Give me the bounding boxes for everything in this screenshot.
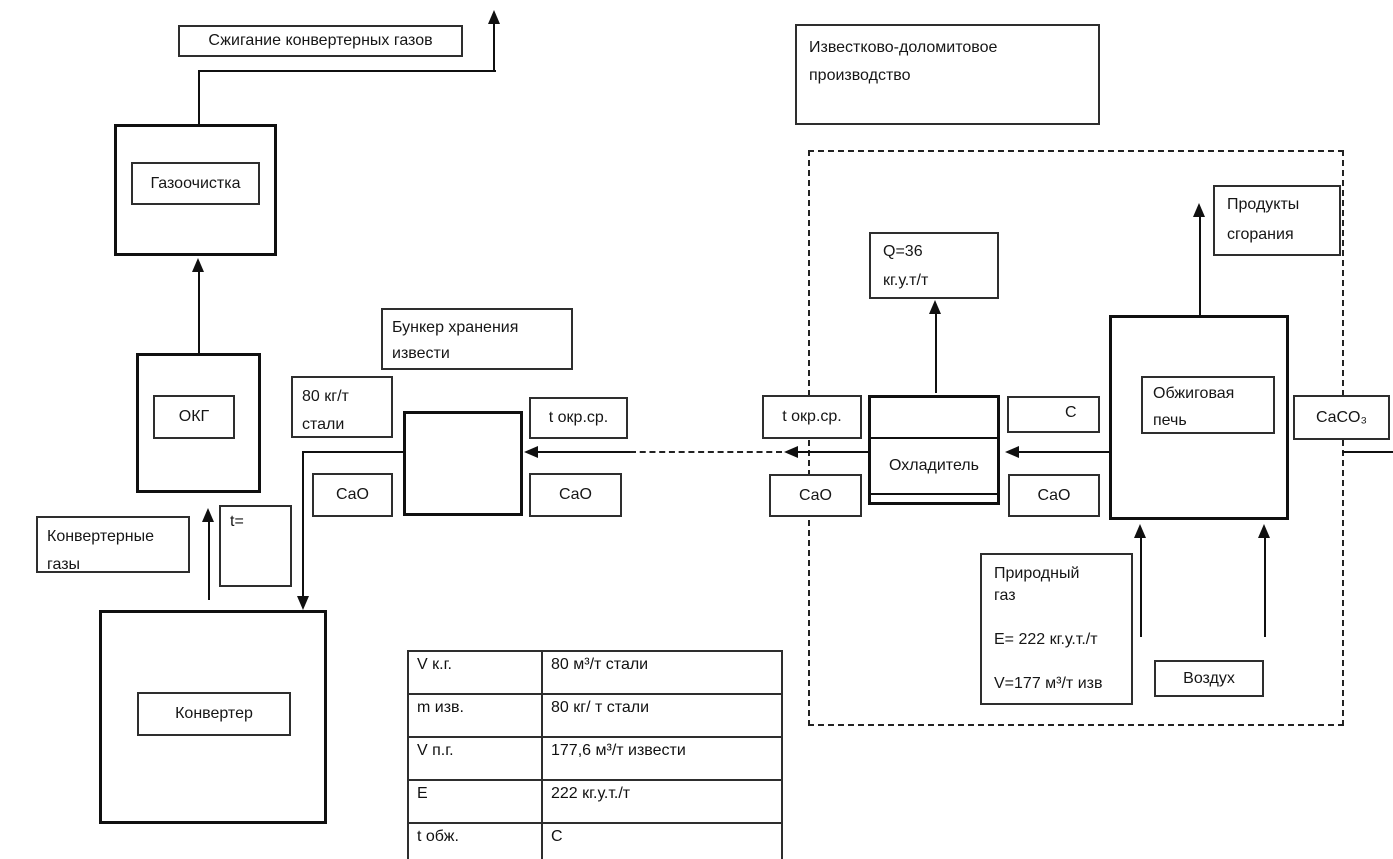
- arrowhead-air-to-kiln: [1258, 524, 1270, 538]
- line-kiln-to-cooler: [1019, 451, 1109, 453]
- table-row: m изв. 80 кг/ т стали: [407, 693, 783, 738]
- lime-production-title: Известково-доломитовое производство: [809, 39, 998, 84]
- ambient-temp-box-left: t окр.ср.: [529, 397, 628, 439]
- cooler-label-box: Охладитель: [870, 440, 998, 492]
- arrowhead-cooler-to-heat: [929, 300, 941, 314]
- line-okg-to-gascleaning: [198, 270, 200, 353]
- ambient-temp-label-left: t окр.ср.: [548, 409, 609, 426]
- converter-gases-label: Конвертерные газы: [47, 528, 154, 573]
- gas-cleaning-label: Газоочистка: [150, 174, 241, 192]
- param-cell: V к.г.: [407, 650, 543, 695]
- cao-box-kiln-out: CaO: [1008, 474, 1100, 517]
- line-gas-to-kiln: [1140, 536, 1142, 637]
- cao-box-cooler-out: CaO: [769, 474, 862, 517]
- arrowhead-burning-exit: [488, 10, 500, 24]
- cooler-label: Охладитель: [889, 457, 979, 474]
- temperature-label: t=: [230, 513, 244, 530]
- value-cell: С: [541, 822, 783, 859]
- line-gascleaning-up: [198, 71, 200, 124]
- table-row: t обж. С: [407, 822, 783, 859]
- ambient-temp-box-right: t окр.ср.: [762, 395, 862, 439]
- cao-box-bunker-out: CaO: [312, 473, 393, 517]
- line-kiln-to-products: [1199, 217, 1201, 315]
- arrowhead-converter-to-okg: [202, 508, 214, 522]
- param-cell: V п.г.: [407, 736, 543, 781]
- line-cooler-to-heat: [935, 312, 937, 393]
- bunker-title-label: Бункер хранения извести: [392, 319, 519, 362]
- natural-gas-label: Природный газ E= 222 кг.у.т./т V=177 м³/…: [994, 565, 1103, 692]
- converter-gases-box: Конвертерные газы: [36, 516, 190, 573]
- bunker-title-box: Бункер хранения извести: [381, 308, 573, 370]
- heat-loss-label: Q=36 кг.у.т/т: [883, 243, 929, 289]
- lime-rate-label: 80 кг/т стали: [302, 388, 349, 433]
- parameters-table: V к.г. 80 м³/т стали m изв. 80 кг/ т ста…: [407, 650, 783, 859]
- cooler-divider-top: [871, 437, 997, 439]
- cao-label-bunker-in: CaO: [559, 486, 592, 503]
- cao-label-bunker-out: CaO: [336, 486, 369, 503]
- gas-cleaning-label-box: Газоочистка: [131, 162, 260, 205]
- value-cell: 177,6 м³/т извести: [541, 736, 783, 781]
- converter-label: Конвертер: [175, 705, 253, 722]
- heat-loss-box: Q=36 кг.у.т/т: [869, 232, 999, 299]
- okg-label: ОКГ: [178, 408, 210, 425]
- line-gascleaning-right: [198, 70, 496, 72]
- caco3-label: CaCO₃: [1316, 408, 1367, 426]
- ambient-temp-label-right: t окр.ср.: [782, 408, 842, 425]
- table-row: V к.г. 80 м³/т стали: [407, 650, 783, 695]
- param-cell: m изв.: [407, 693, 543, 738]
- line-caco3-feed: [1342, 451, 1393, 453]
- param-cell: t обж.: [407, 822, 543, 859]
- line-burning-exit-shaft: [493, 24, 495, 71]
- lime-production-title-box: Известково-доломитовое производство: [795, 24, 1100, 125]
- lime-rate-box: 80 кг/т стали: [291, 376, 393, 438]
- line-bunker-down: [302, 451, 304, 596]
- value-cell: 80 кг/ т стали: [541, 693, 783, 738]
- temperature-box: t=: [219, 505, 292, 587]
- kiln-label: Обжиговая печь: [1153, 385, 1235, 429]
- arrowhead-out-of-region: [784, 446, 798, 458]
- cooler-divider-bottom: [871, 493, 997, 495]
- line-into-bunker: [538, 451, 630, 453]
- converter-label-box: Конвертер: [137, 692, 291, 736]
- arrowhead-okg-to-gascleaning: [192, 258, 204, 272]
- caco3-box: CaCO₃: [1293, 395, 1390, 440]
- arrowhead-kiln-to-products: [1193, 203, 1205, 217]
- kiln-label-box: Обжиговая печь: [1141, 376, 1275, 434]
- line-bunker-left: [302, 451, 403, 453]
- burning-converter-gases-label: Сжигание конвертерных газов: [208, 32, 433, 49]
- table-row: E 222 кг.у.т./т: [407, 779, 783, 824]
- cao-label-cooler-out: CaO: [799, 486, 832, 504]
- line-cooler-out-left: [798, 451, 868, 453]
- okg-label-box: ОКГ: [153, 395, 235, 439]
- arrowhead-gas-to-kiln: [1134, 524, 1146, 538]
- line-air-to-kiln: [1264, 536, 1266, 637]
- table-row: V п.г. 177,6 м³/т извести: [407, 736, 783, 781]
- line-converter-to-okg: [208, 520, 210, 600]
- value-cell: 80 м³/т стали: [541, 650, 783, 695]
- bunker-unit: [403, 411, 523, 516]
- carbon-box: С: [1007, 396, 1100, 433]
- cao-label-kiln-out: CaO: [1037, 486, 1071, 504]
- combustion-products-box: Продукты сгорания: [1213, 185, 1341, 256]
- param-cell: E: [407, 779, 543, 824]
- burning-converter-gases-box: Сжигание конвертерных газов: [178, 25, 463, 57]
- cao-box-bunker-in: CaO: [529, 473, 622, 517]
- natural-gas-box: Природный газ E= 222 кг.у.т./т V=177 м³/…: [980, 553, 1133, 705]
- air-box: Воздух: [1154, 660, 1264, 697]
- dashed-line-cao-transfer: [630, 451, 782, 453]
- arrowhead-into-bunker: [524, 446, 538, 458]
- value-cell: 222 кг.у.т./т: [541, 779, 783, 824]
- carbon-label: С: [1065, 404, 1077, 421]
- arrowhead-kiln-to-cooler: [1005, 446, 1019, 458]
- cooler-unit: [868, 395, 1000, 505]
- arrowhead-cao-to-converter: [297, 596, 309, 610]
- combustion-products-label: Продукты сгорания: [1227, 196, 1300, 243]
- air-label: Воздух: [1183, 669, 1235, 687]
